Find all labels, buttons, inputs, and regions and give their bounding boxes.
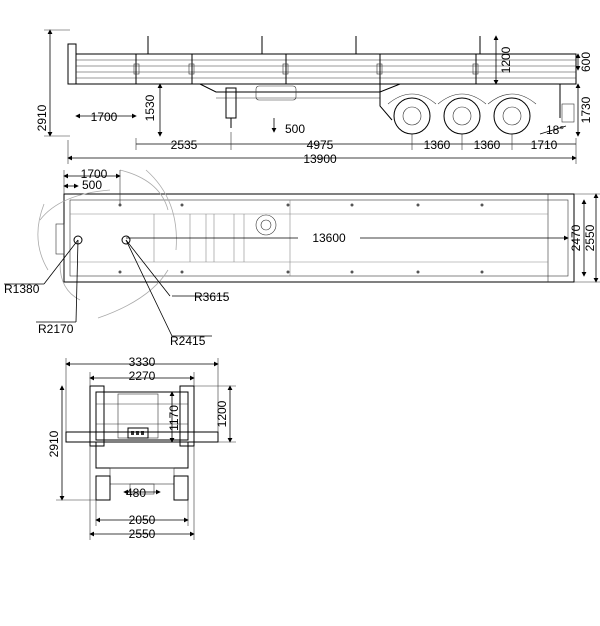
front-width-mid-label: 2270 (129, 369, 156, 383)
side-seg-4-label: 1360 (474, 138, 501, 152)
top-outer-width-label: 2550 (583, 224, 597, 251)
front-axle-label: 2050 (129, 513, 156, 527)
front-height-label: 2910 (47, 430, 61, 457)
side-board-label: 600 (579, 52, 593, 72)
radius-1-label: R1380 (4, 282, 40, 296)
front-stake-label: 1200 (215, 400, 229, 427)
radius-3-label: R2170 (38, 322, 74, 336)
side-rear-height-label: 1730 (579, 96, 593, 123)
side-height-label: 2910 (35, 104, 49, 131)
front-kingpin-label: 480 (126, 486, 146, 500)
wheel-group (393, 97, 531, 135)
side-kingpin-label: 500 (285, 122, 305, 136)
side-seg-2-label: 4975 (307, 138, 334, 152)
front-view: 3330 2270 2910 1170 1200 480 2050 2550 (47, 355, 236, 541)
side-seg-5-label: 1710 (531, 138, 558, 152)
front-overall-label: 2550 (129, 527, 156, 541)
top-view: R1380 R3615 R2170 R2415 1700 500 13600 2… (4, 167, 600, 348)
side-view: 2910 1700 1530 500 1200 600 1730 18° (35, 29, 593, 166)
side-stake-height-label: 1200 (499, 46, 513, 73)
side-seg-3-label: 1360 (424, 138, 451, 152)
top-inner-length-label: 13600 (312, 231, 346, 245)
side-deck-height-label: 1530 (143, 94, 157, 121)
side-front-overhang-label: 1700 (91, 110, 118, 124)
front-width-max-label: 3330 (129, 355, 156, 369)
side-seg-1-label: 2535 (171, 138, 198, 152)
side-total-length-label: 13900 (303, 152, 337, 166)
top-inner-width-label: 2470 (569, 224, 583, 251)
front-board-label: 1170 (167, 405, 181, 431)
radius-4-label: R2415 (170, 334, 206, 348)
top-front-label: 1700 (81, 167, 108, 181)
radius-2-label: R3615 (194, 290, 230, 304)
top-inner-label: 500 (82, 178, 102, 192)
side-angle-label: 18° (546, 123, 564, 137)
